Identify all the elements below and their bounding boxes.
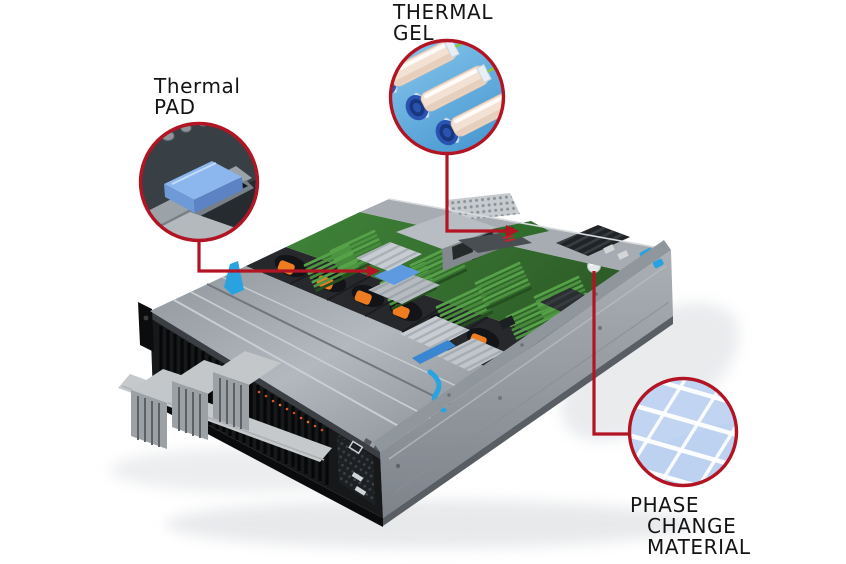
label-line: CHANGE — [647, 514, 737, 538]
server-chassis — [118, 193, 673, 527]
label-line: PHASE — [630, 493, 700, 517]
cpu-heatsinks — [400, 288, 596, 371]
inset-thermal-gel — [388, 38, 506, 156]
blue-latch-handle — [224, 261, 244, 295]
label-phase-change-material: PHASE CHANGE MATERIAL — [630, 495, 751, 558]
label-line: THERMAL — [393, 0, 494, 24]
label-line: PAD — [154, 95, 196, 119]
callout-arrow-thermal-pad — [367, 265, 380, 277]
pulled-out-drives — [118, 351, 332, 462]
motherboard — [286, 212, 636, 413]
label-line: GEL — [393, 21, 435, 45]
label-thermal-gel: THERMAL GEL — [393, 2, 493, 44]
heatsink-stack-exploded — [356, 242, 440, 304]
label-line: MATERIAL — [647, 535, 751, 559]
drive-leds — [257, 390, 324, 432]
rack-ear — [138, 302, 154, 352]
inset-ring-phase-change — [627, 376, 739, 488]
chassis-right-face — [380, 250, 673, 526]
thermal-pad-photo — [164, 161, 242, 200]
label-line: Thermal — [154, 74, 241, 98]
label-thermal-pad: Thermal PAD — [154, 76, 241, 118]
callout-line-thermal-gel — [445, 154, 507, 233]
callout-line-phase-change — [592, 271, 630, 436]
chassis-top — [150, 193, 672, 452]
callout-line-thermal-pad — [197, 241, 368, 273]
inset-ring-thermal-gel — [388, 38, 506, 156]
blue-thermal-pad-target — [374, 264, 420, 285]
front-vent-grille — [337, 434, 375, 505]
callout-lines — [197, 154, 630, 436]
right-edge-rail — [373, 240, 671, 452]
front-port-icons — [348, 440, 364, 455]
drive-sled — [213, 351, 281, 431]
drive-sled — [172, 360, 240, 440]
callout-arrow-thermal-gel — [506, 225, 519, 237]
inset-thermal-pad — [138, 121, 260, 243]
front-lid-strip — [150, 266, 496, 452]
inset-ring-thermal-pad — [138, 121, 260, 243]
rear-vent-panel — [446, 193, 520, 221]
